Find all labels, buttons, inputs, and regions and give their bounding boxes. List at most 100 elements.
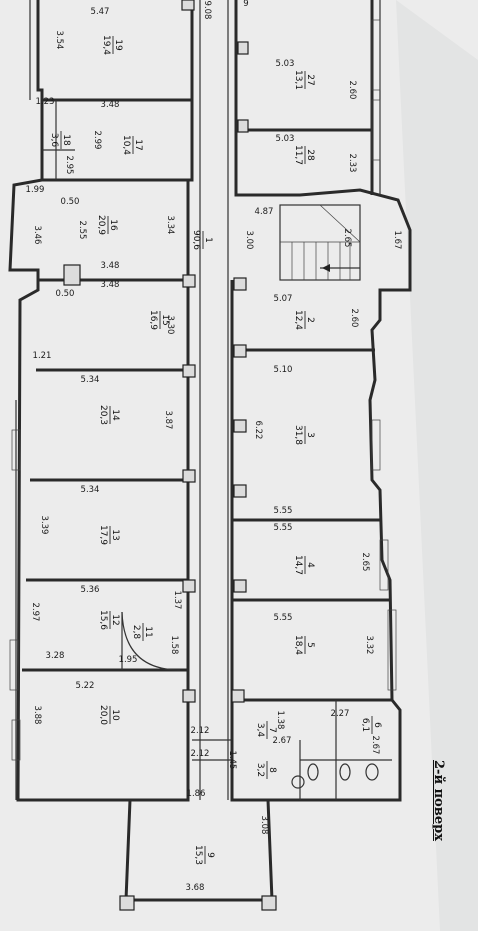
dimension-label: 3.48 — [101, 280, 120, 290]
room-area: 17,9 — [98, 525, 108, 545]
dimension-label: 5.47 — [91, 7, 110, 17]
room-number: 14 — [110, 409, 120, 421]
room-number: 1 — [203, 237, 213, 243]
room-label-5: 518,4 — [293, 635, 315, 655]
dimension-label: 3.28 — [46, 651, 65, 661]
dimension-label: 4.87 — [255, 207, 274, 217]
room-area: 20,3 — [98, 405, 108, 425]
room-number: 4 — [305, 562, 315, 568]
dimension-label: 2.99 — [92, 131, 102, 150]
room-area: 20,9 — [96, 215, 106, 235]
dimension-label: 1.21 — [33, 351, 52, 361]
room-label-11: 112,8 — [131, 623, 153, 641]
dimension-label: 3.34 — [165, 216, 175, 235]
room-area: 16,9 — [148, 310, 158, 330]
room-number: 11 — [143, 626, 153, 637]
dimension-label: 5.03 — [276, 59, 295, 69]
room-number: 19 — [113, 39, 123, 51]
toilet-icon — [339, 763, 351, 781]
dimension-label: 3.46 — [32, 226, 42, 245]
dimension-label: 5.34 — [81, 375, 100, 385]
dimension-label: 5.22 — [76, 681, 95, 691]
dimension-label: 1.95 — [119, 655, 138, 665]
dimension-label: 9.08 — [202, 1, 212, 20]
room-number: 27 — [305, 74, 315, 85]
dimension-label: 5.03 — [276, 134, 295, 144]
room-number: 16 — [108, 219, 118, 231]
room-label-7: 73,4 — [255, 721, 277, 739]
room-area: 2,8 — [131, 625, 141, 640]
room-number: 3 — [305, 432, 315, 438]
dimension-label: 5.34 — [81, 485, 100, 495]
dimension-label: 3.88 — [32, 706, 42, 725]
dimension-label: 2.65 — [360, 553, 370, 572]
dimension-label: 1.86 — [187, 789, 206, 799]
room-number: 8 — [267, 767, 277, 773]
dimension-label: 5.10 — [274, 365, 293, 375]
dimension-label: 2.97 — [30, 603, 40, 622]
dimension-label: 5.55 — [274, 506, 293, 516]
dimension-label: 2.12 — [191, 749, 210, 759]
room-number: 17 — [133, 139, 143, 150]
staircase — [279, 204, 361, 281]
dimension-label: 5.36 — [81, 585, 100, 595]
room-number: 9 — [205, 852, 215, 858]
dimension-label: 3.39 — [39, 516, 49, 535]
dimension-label: 3.68 — [186, 883, 205, 893]
sink-icon — [291, 775, 305, 789]
dimension-label: 2.67 — [370, 736, 380, 755]
room-area: 3,4 — [255, 723, 265, 738]
dimension-label: 5.55 — [274, 613, 293, 623]
right-block-walls — [182, 0, 412, 802]
dimension-label: 3.32 — [364, 636, 374, 655]
room-number: 28 — [305, 149, 315, 161]
dimension-label: 1.45 — [227, 751, 237, 770]
dimension-label: 2.95 — [64, 156, 74, 175]
dimension-label: 5.55 — [274, 523, 293, 533]
dimension-label: 1.38 — [275, 711, 285, 730]
left-block-walls — [8, 0, 196, 802]
dimension-label: 2.65 — [342, 229, 352, 248]
toilet-icon — [365, 763, 379, 781]
dimension-label: 3.08 — [259, 816, 269, 835]
dimension-label: 2.27 — [331, 709, 350, 719]
dimension-label: 2.12 — [191, 726, 210, 736]
room-label-6: 66,1 — [360, 716, 382, 734]
room-label-3: 331,8 — [293, 425, 315, 445]
room-area: 13,1 — [293, 70, 303, 90]
room-label-8: 83,2 — [255, 761, 277, 779]
dimension-label: 1.67 — [392, 231, 402, 250]
room-area: 11,7 — [293, 145, 303, 165]
balcony-room-9 — [119, 799, 277, 911]
room-area: 12,4 — [293, 310, 303, 330]
room-label-4: 414,7 — [293, 555, 315, 575]
dimension-label: 1.23 — [36, 97, 55, 107]
room-number: 15 — [160, 314, 170, 325]
room-number: 13 — [110, 529, 120, 540]
dimension-label: 2.60 — [349, 309, 359, 328]
room-number: 18 — [61, 134, 71, 146]
corridor-walls — [192, 0, 232, 800]
room-area: 15,6 — [98, 610, 108, 630]
room-number: 5 — [305, 642, 315, 648]
dimension-label: 9 — [243, 0, 248, 9]
dimension-label: 2.55 — [77, 221, 87, 240]
dimension-label: 2.60 — [347, 81, 357, 100]
room-number: 10 — [110, 709, 120, 721]
dimension-label: 3.48 — [101, 100, 120, 110]
room-number: 6 — [372, 722, 382, 728]
dimension-label: 3.48 — [101, 261, 120, 271]
room-area: 20,0 — [98, 705, 108, 725]
room-label-2: 212,4 — [293, 310, 315, 330]
dimension-label: 1.58 — [169, 636, 179, 655]
dimension-label: 3.54 — [54, 31, 64, 50]
